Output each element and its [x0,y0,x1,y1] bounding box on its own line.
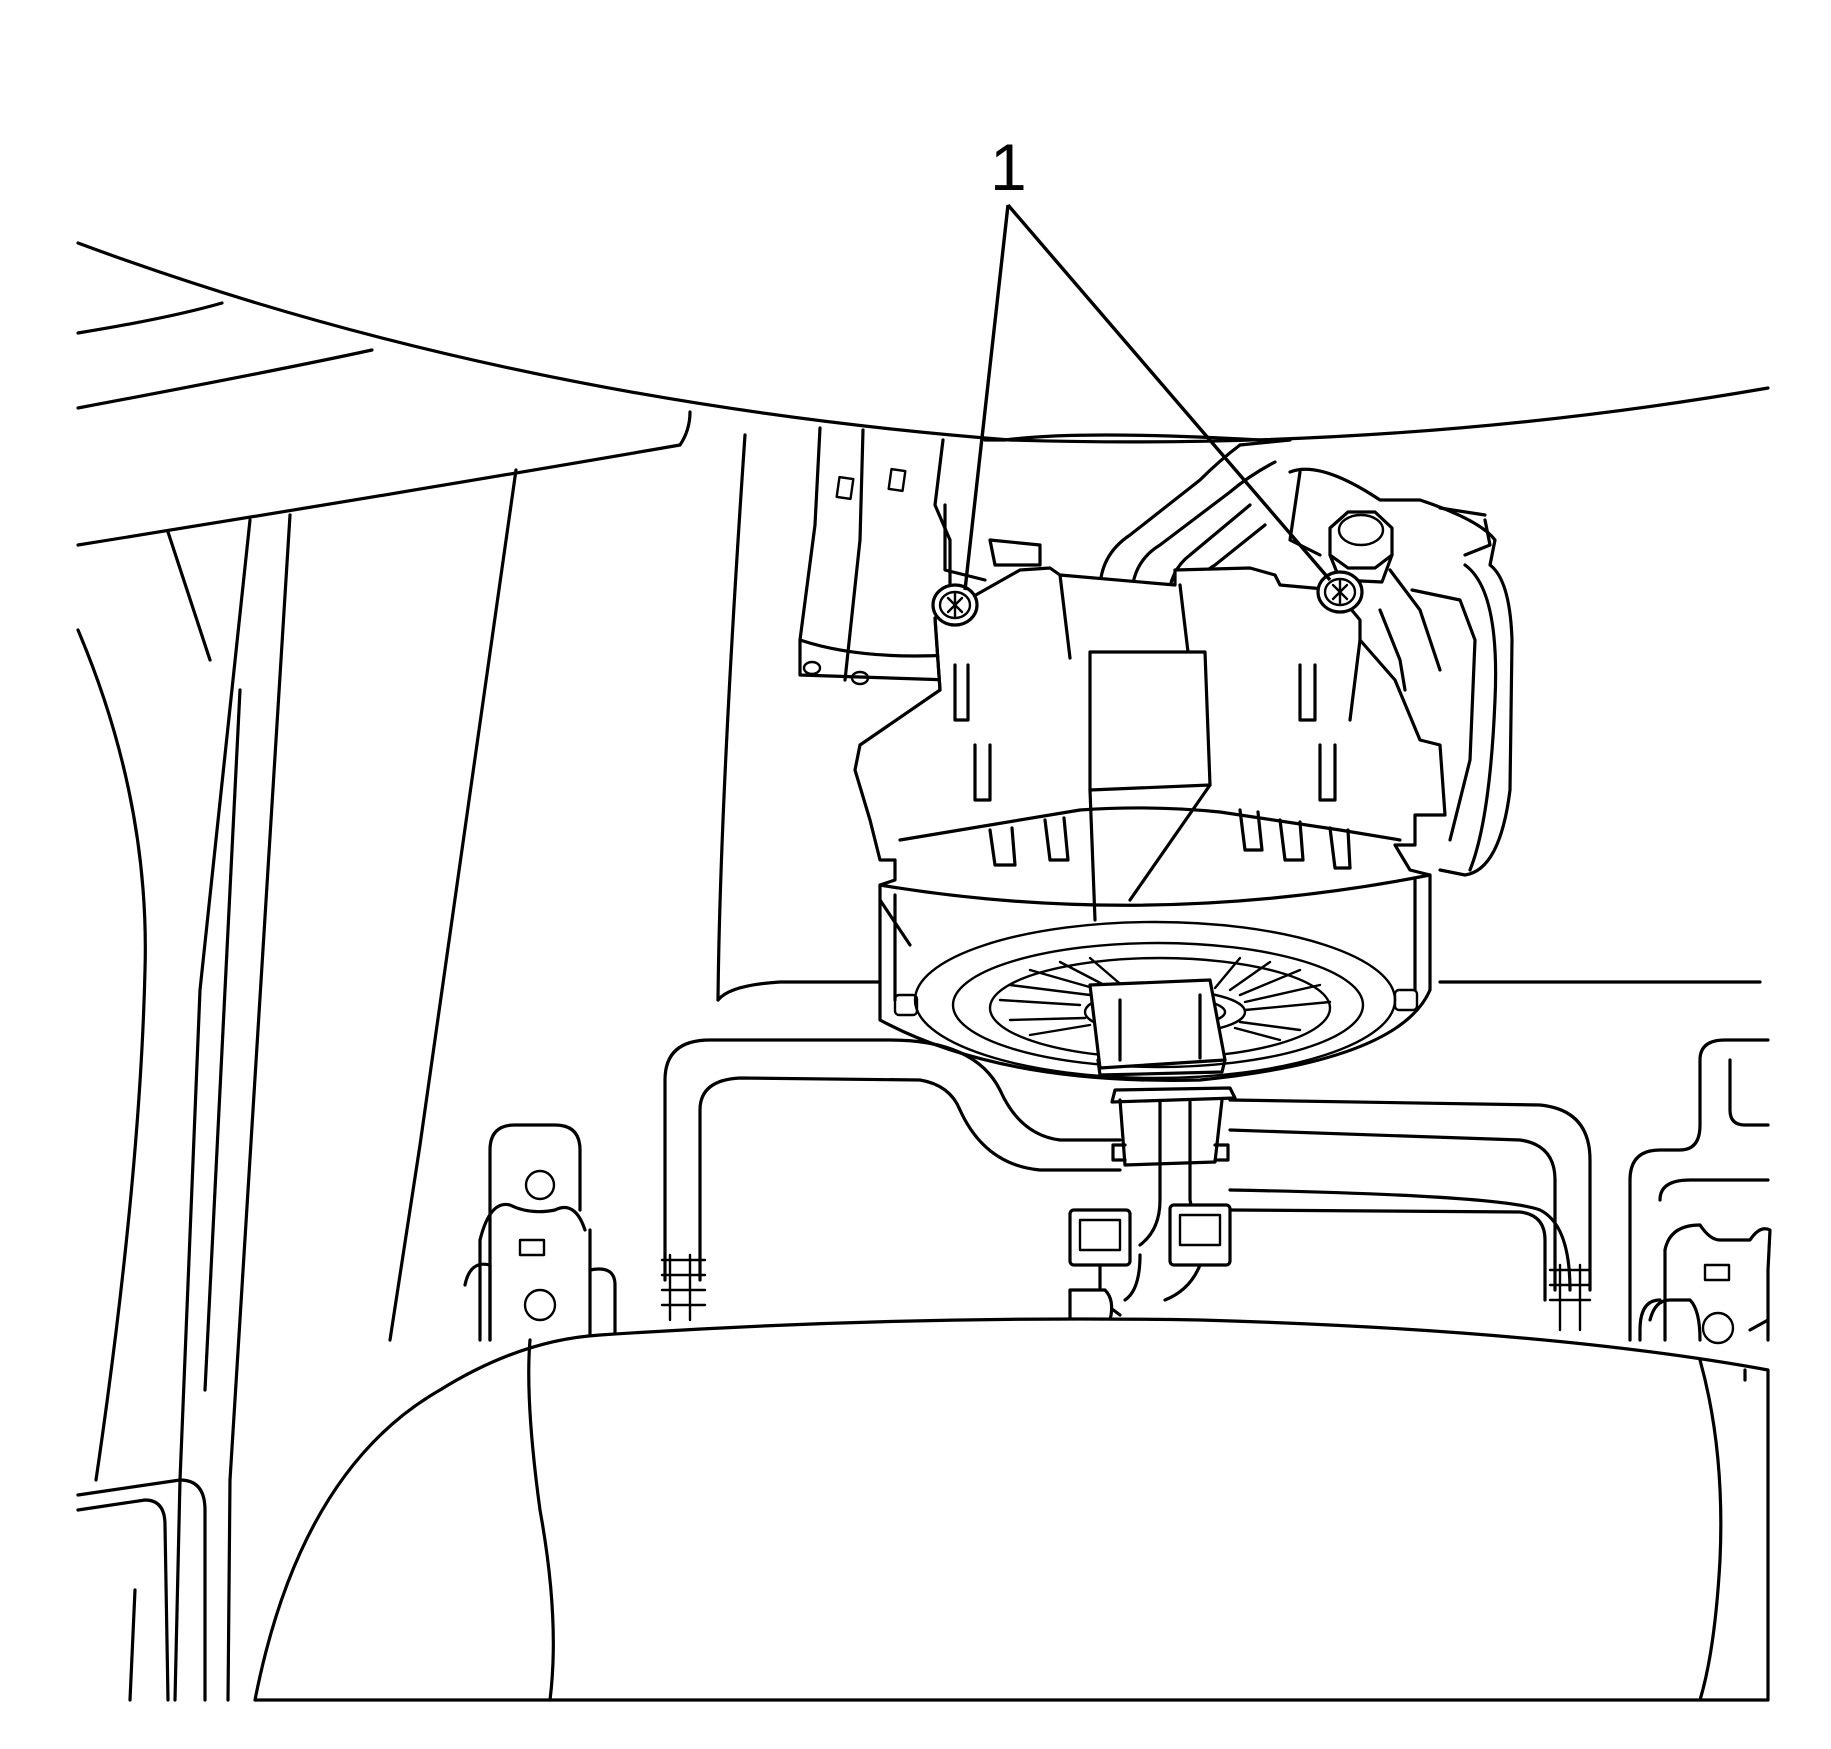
column-shroud [716,433,1762,1002]
right-trim-panel [1628,1038,1770,1342]
wiring-clip-right [1638,1223,1772,1345]
wiring-clip-left [463,1123,617,1342]
clockspring-connector-lower [1068,978,1237,1322]
leader-line-right [1006,203,1332,582]
clock-spring-coil [853,566,1447,1082]
callout-1: 1 [963,130,1332,591]
callout-label-1: 1 [990,130,1027,204]
a-pillar-trim [76,468,518,1702]
instrument-panel [76,241,1770,547]
torx-screw-left [931,583,979,627]
column-bracket [798,426,1042,686]
leader-line-left [963,204,1010,591]
steering-wheel-wiring [660,1038,1592,1332]
torx-screw-right [1316,570,1364,614]
steering-wheel-hub [253,1317,1770,1702]
ignition-housing [1288,467,1514,877]
